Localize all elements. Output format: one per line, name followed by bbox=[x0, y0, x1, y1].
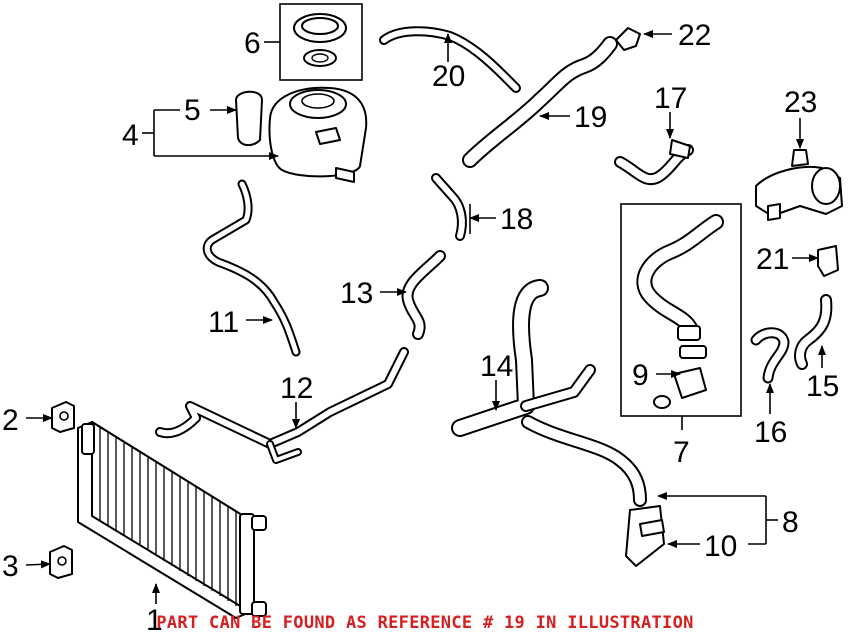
callout-8: 8 bbox=[782, 506, 799, 539]
hose-fitting bbox=[817, 245, 839, 277]
coolant-hose-small bbox=[794, 294, 833, 370]
callout-2: 2 bbox=[2, 404, 19, 437]
coolant-hose-main bbox=[462, 36, 618, 168]
callout-22: 22 bbox=[678, 19, 711, 52]
coolant-pipe-flange bbox=[614, 139, 694, 186]
coolant-hose-vent bbox=[750, 327, 790, 384]
coolant-hose-heater bbox=[401, 250, 446, 340]
reference-note: PART CAN BE FOUND AS REFERENCE # 19 IN I… bbox=[156, 613, 694, 633]
tee-connector bbox=[625, 505, 665, 567]
callout-4: 4 bbox=[122, 119, 139, 152]
callout-3: 3 bbox=[2, 550, 19, 583]
callout-17: 17 bbox=[654, 82, 687, 115]
coolant-pipe bbox=[155, 347, 409, 464]
hose-kit-group bbox=[620, 203, 742, 417]
callout-21: 21 bbox=[756, 243, 789, 276]
callout-9: 9 bbox=[632, 359, 649, 392]
expansion-tank bbox=[235, 86, 368, 183]
callout-1: 1 bbox=[146, 604, 163, 637]
callout-14: 14 bbox=[480, 350, 513, 383]
callout-6: 6 bbox=[244, 27, 261, 60]
callout-11: 11 bbox=[208, 306, 239, 339]
callout-19: 19 bbox=[574, 101, 607, 134]
coolant-pipe-lower bbox=[451, 279, 647, 507]
radiator bbox=[77, 421, 267, 619]
hose-connector bbox=[615, 27, 641, 51]
coolant-hose-return bbox=[202, 179, 301, 357]
radiator-bracket-lower bbox=[49, 545, 73, 579]
callout-18: 18 bbox=[500, 203, 533, 236]
callout-labels: 1 2 3 4 5 6 7 8 9 10 11 12 13 14 15 16 1… bbox=[2, 19, 839, 637]
callout-16: 16 bbox=[754, 416, 787, 449]
callout-5: 5 bbox=[184, 94, 201, 127]
callout-15: 15 bbox=[806, 370, 839, 403]
callout-10: 10 bbox=[704, 530, 737, 563]
callout-7: 7 bbox=[673, 436, 690, 469]
callout-23: 23 bbox=[784, 86, 817, 119]
callout-20: 20 bbox=[432, 60, 465, 93]
thermostat-housing bbox=[755, 149, 843, 221]
radiator-bracket-upper bbox=[51, 401, 75, 433]
coolant-hose-bypass bbox=[431, 173, 467, 241]
expansion-tank-cap bbox=[279, 3, 363, 81]
leader-lines bbox=[25, 30, 826, 604]
callout-12: 12 bbox=[280, 372, 313, 405]
callout-13: 13 bbox=[340, 277, 373, 310]
